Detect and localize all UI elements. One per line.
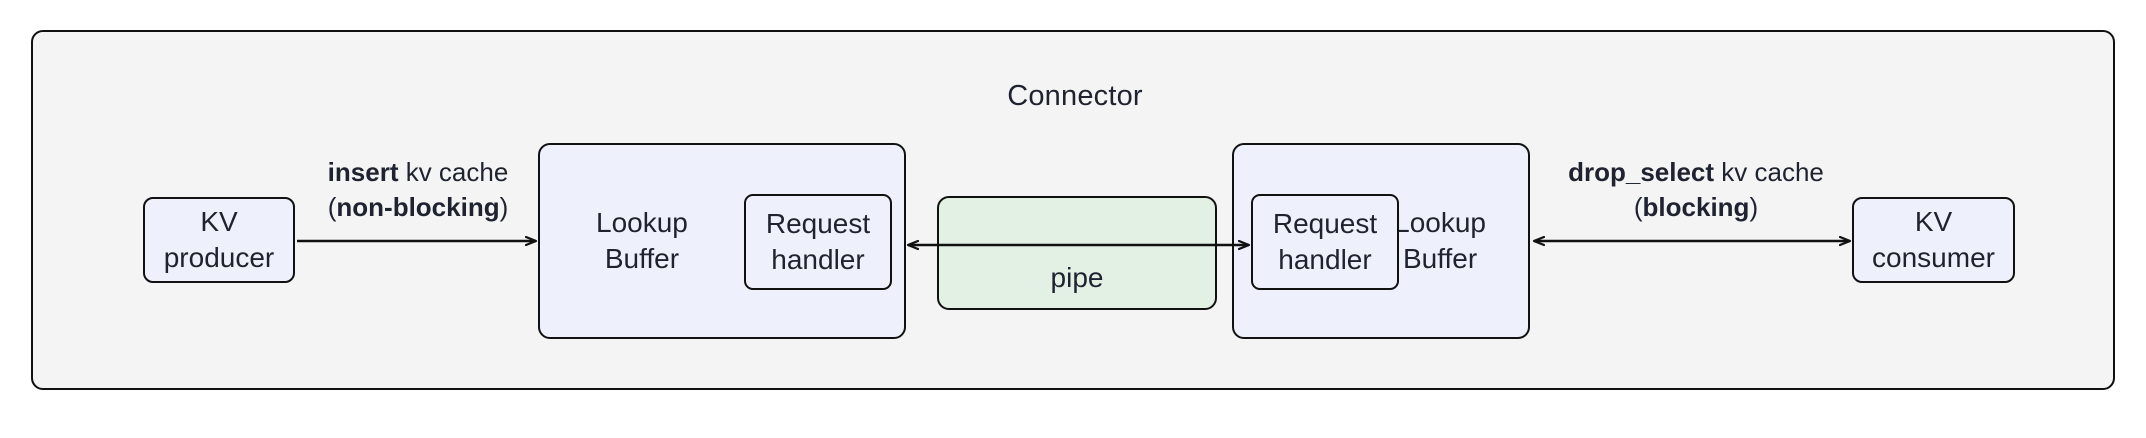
edge-label-drop-select: drop_select kv cache (blocking) bbox=[1540, 155, 1852, 225]
node-request-handler-right-label: Request handler bbox=[1272, 208, 1378, 275]
edge-label-insert-method: insert bbox=[327, 157, 399, 187]
edge-label-insert-paren-close: ) bbox=[499, 192, 509, 223]
edge-label-drop-select-paren-open: ( bbox=[1633, 192, 1643, 223]
edge-label-insert-line2: (non-blocking) bbox=[298, 190, 538, 225]
edge-label-drop-select-line1: drop_select kv cache bbox=[1540, 155, 1852, 190]
node-request-handler-right[interactable]: Request handler bbox=[1251, 194, 1399, 290]
node-pipe-label: pipe bbox=[1050, 262, 1104, 294]
edge-label-drop-select-line2: (blocking) bbox=[1540, 190, 1852, 225]
node-request-handler-left-label: Request handler bbox=[765, 208, 871, 275]
edge-label-insert-mode: non-blocking bbox=[336, 192, 500, 223]
edge-label-drop-select-rest: kv cache bbox=[1714, 157, 1824, 187]
node-kv-consumer-label: KV consumer bbox=[1872, 206, 1995, 273]
edge-label-insert-line1: insert kv cache bbox=[298, 155, 538, 190]
node-pipe[interactable]: pipe bbox=[937, 196, 1217, 310]
connector-title: Connector bbox=[1007, 80, 1143, 112]
edge-label-insert-paren-open: ( bbox=[327, 192, 337, 223]
edge-label-insert: insert kv cache (non-blocking) bbox=[298, 155, 538, 225]
node-kv-producer[interactable]: KV producer bbox=[143, 197, 295, 283]
edge-label-drop-select-paren-close: ) bbox=[1749, 192, 1759, 223]
node-kv-consumer[interactable]: KV consumer bbox=[1852, 197, 2015, 283]
edge-label-insert-rest: kv cache bbox=[398, 157, 509, 187]
node-lookup-buffer-left-label: Lookup Buffer bbox=[596, 207, 688, 274]
node-kv-producer-label: KV producer bbox=[163, 206, 275, 273]
node-request-handler-left[interactable]: Request handler bbox=[744, 194, 892, 290]
node-lookup-buffer-right-label: Lookup Buffer bbox=[1394, 207, 1486, 274]
edge-label-drop-select-mode: blocking bbox=[1642, 192, 1750, 223]
edge-label-drop-select-method: drop_select bbox=[1568, 157, 1715, 187]
